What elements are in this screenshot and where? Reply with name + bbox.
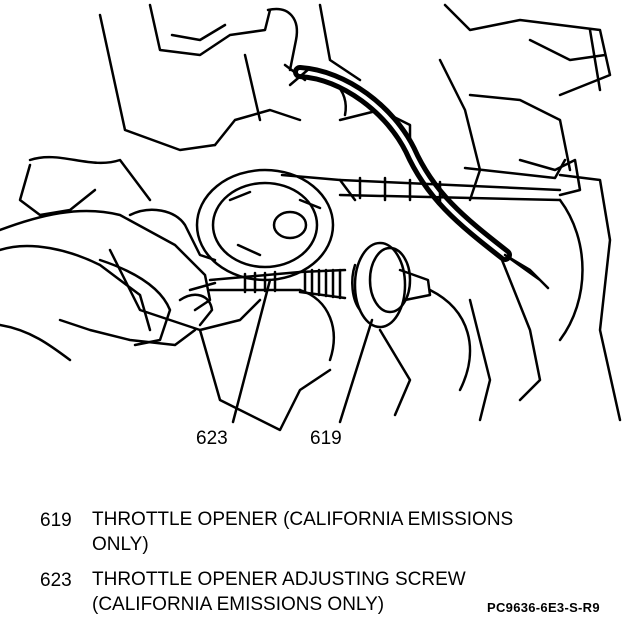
legend-num-623: 623 (40, 570, 72, 591)
throttle-pulley (195, 168, 357, 282)
legend-num-619: 619 (40, 510, 72, 531)
vacuum-hose (293, 65, 512, 262)
callout-623: 623 (196, 428, 228, 449)
legend-text-619: THROTTLE OPENER (CALIFORNIA EMISSIONS ON… (92, 509, 514, 555)
leader-line-619 (338, 318, 374, 424)
throttle-linkage (338, 158, 567, 204)
adjusting-screw (188, 270, 302, 294)
legend-text-623: THROTTLE OPENER ADJUSTING SCREW (CALIFOR… (92, 569, 466, 615)
figure-code: PC9636-6E3-S-R9 (487, 600, 600, 615)
callout-619: 619 (310, 428, 342, 449)
technician-hand (0, 208, 217, 362)
engine-block-outline (18, 3, 622, 432)
throttle-opener (298, 241, 432, 329)
leader-line-623 (231, 278, 272, 424)
